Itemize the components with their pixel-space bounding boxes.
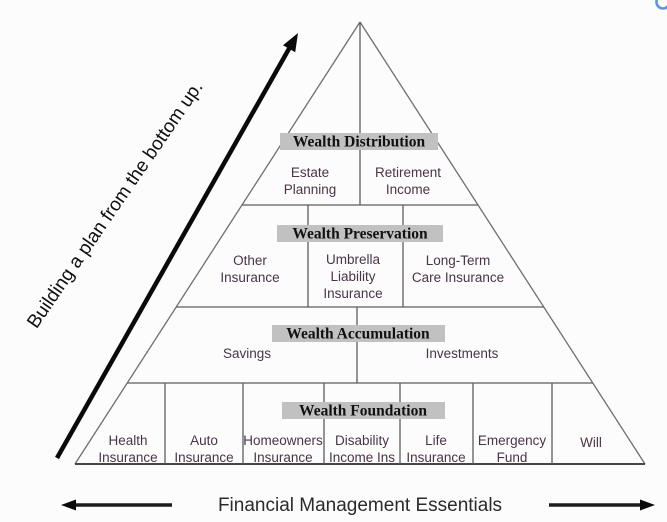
left-arrow-head-icon — [61, 499, 76, 511]
cell-line: Long-Term — [426, 253, 491, 268]
wealth-accumulation-bar — [272, 325, 445, 342]
cell-auto-insurance: Auto Insurance — [174, 433, 233, 465]
cell-line: Disability — [335, 433, 389, 448]
cell-line: Insurance — [174, 450, 233, 465]
corner-partial-circle-icon — [655, 0, 667, 10]
cell-retirement-income: Retirement Income — [375, 165, 441, 197]
bottom-up-annotation: Building a plan from the bottom up. — [23, 33, 298, 460]
cell-line: Income — [386, 182, 430, 197]
cell-line: Retirement — [375, 165, 441, 180]
bottom-caption: Financial Management Essentials — [61, 495, 655, 516]
cell-other-insurance: Other Insurance — [220, 253, 279, 285]
pyramid-right-edge — [359, 21, 646, 465]
cell-line: Auto — [190, 433, 218, 448]
cell-long-term-care-insurance: Long-Term Care Insurance — [412, 253, 504, 285]
wealth-preservation-bar — [277, 225, 443, 242]
cell-health-insurance: Health Insurance — [98, 433, 157, 465]
up-right-arrow-head-icon — [283, 33, 298, 53]
pyramid-outline — [74, 21, 646, 465]
cell-life-insurance: Life Insurance — [406, 433, 465, 465]
cell-estate-planning: Estate Planning — [284, 165, 337, 197]
cell-line: Health — [108, 433, 147, 448]
cell-line: Planning — [284, 182, 337, 197]
cell-line: Emergency — [478, 433, 547, 448]
cell-dividers — [164, 22, 553, 464]
cell-homeowners-insurance: Homeowners Insurance — [243, 433, 323, 465]
preservation-cells: Other Insurance Umbrella Liability Insur… — [220, 252, 504, 301]
distribution-cells: Estate Planning Retirement Income — [284, 165, 442, 197]
pyramid-left-edge — [74, 21, 361, 465]
cell-umbrella-liability-insurance: Umbrella Liability Insurance — [323, 252, 382, 301]
cell-line: Insurance — [253, 450, 312, 465]
wealth-distribution-header: Wealth Distribution — [293, 134, 426, 151]
financial-management-essentials-label: Financial Management Essentials — [218, 495, 502, 516]
cell-line: Insurance — [98, 450, 157, 465]
cell-line: Insurance — [220, 270, 279, 285]
cell-investments: Investments — [426, 346, 499, 361]
cell-line: Life — [425, 433, 447, 448]
cell-will: Will — [580, 435, 602, 450]
cell-disability-income-ins: Disability Income Ins — [329, 433, 395, 465]
accumulation-cells: Savings Investments — [223, 346, 499, 361]
cell-line: Umbrella — [326, 252, 381, 267]
wealth-distribution-bar — [280, 133, 438, 150]
cell-emergency-fund: Emergency Fund — [478, 433, 547, 465]
right-arrow-head-icon — [640, 499, 655, 511]
cell-line: Care Insurance — [412, 270, 504, 285]
cell-line: Estate — [291, 165, 329, 180]
wealth-foundation-bar — [282, 402, 445, 419]
cell-line: Insurance — [323, 286, 382, 301]
level-headers: Wealth Distribution Wealth Preservation … — [272, 133, 445, 420]
wealth-accumulation-header: Wealth Accumulation — [286, 326, 430, 343]
up-right-arrow-shaft — [55, 45, 292, 460]
cell-line: Income Ins — [329, 450, 395, 465]
wealth-foundation-header: Wealth Foundation — [299, 403, 427, 420]
cell-line: Homeowners — [243, 433, 323, 448]
cell-line: Liability — [330, 269, 375, 284]
foundation-cells: Health Insurance Auto Insurance Homeowne… — [98, 433, 602, 465]
cell-line: Fund — [497, 450, 528, 465]
cell-line: Other — [233, 253, 267, 268]
wealth-preservation-header: Wealth Preservation — [292, 226, 428, 243]
building-plan-label: Building a plan from the bottom up. — [23, 78, 207, 333]
cell-line: Insurance — [406, 450, 465, 465]
cell-savings: Savings — [223, 346, 271, 361]
cell-line: Will — [580, 435, 602, 450]
